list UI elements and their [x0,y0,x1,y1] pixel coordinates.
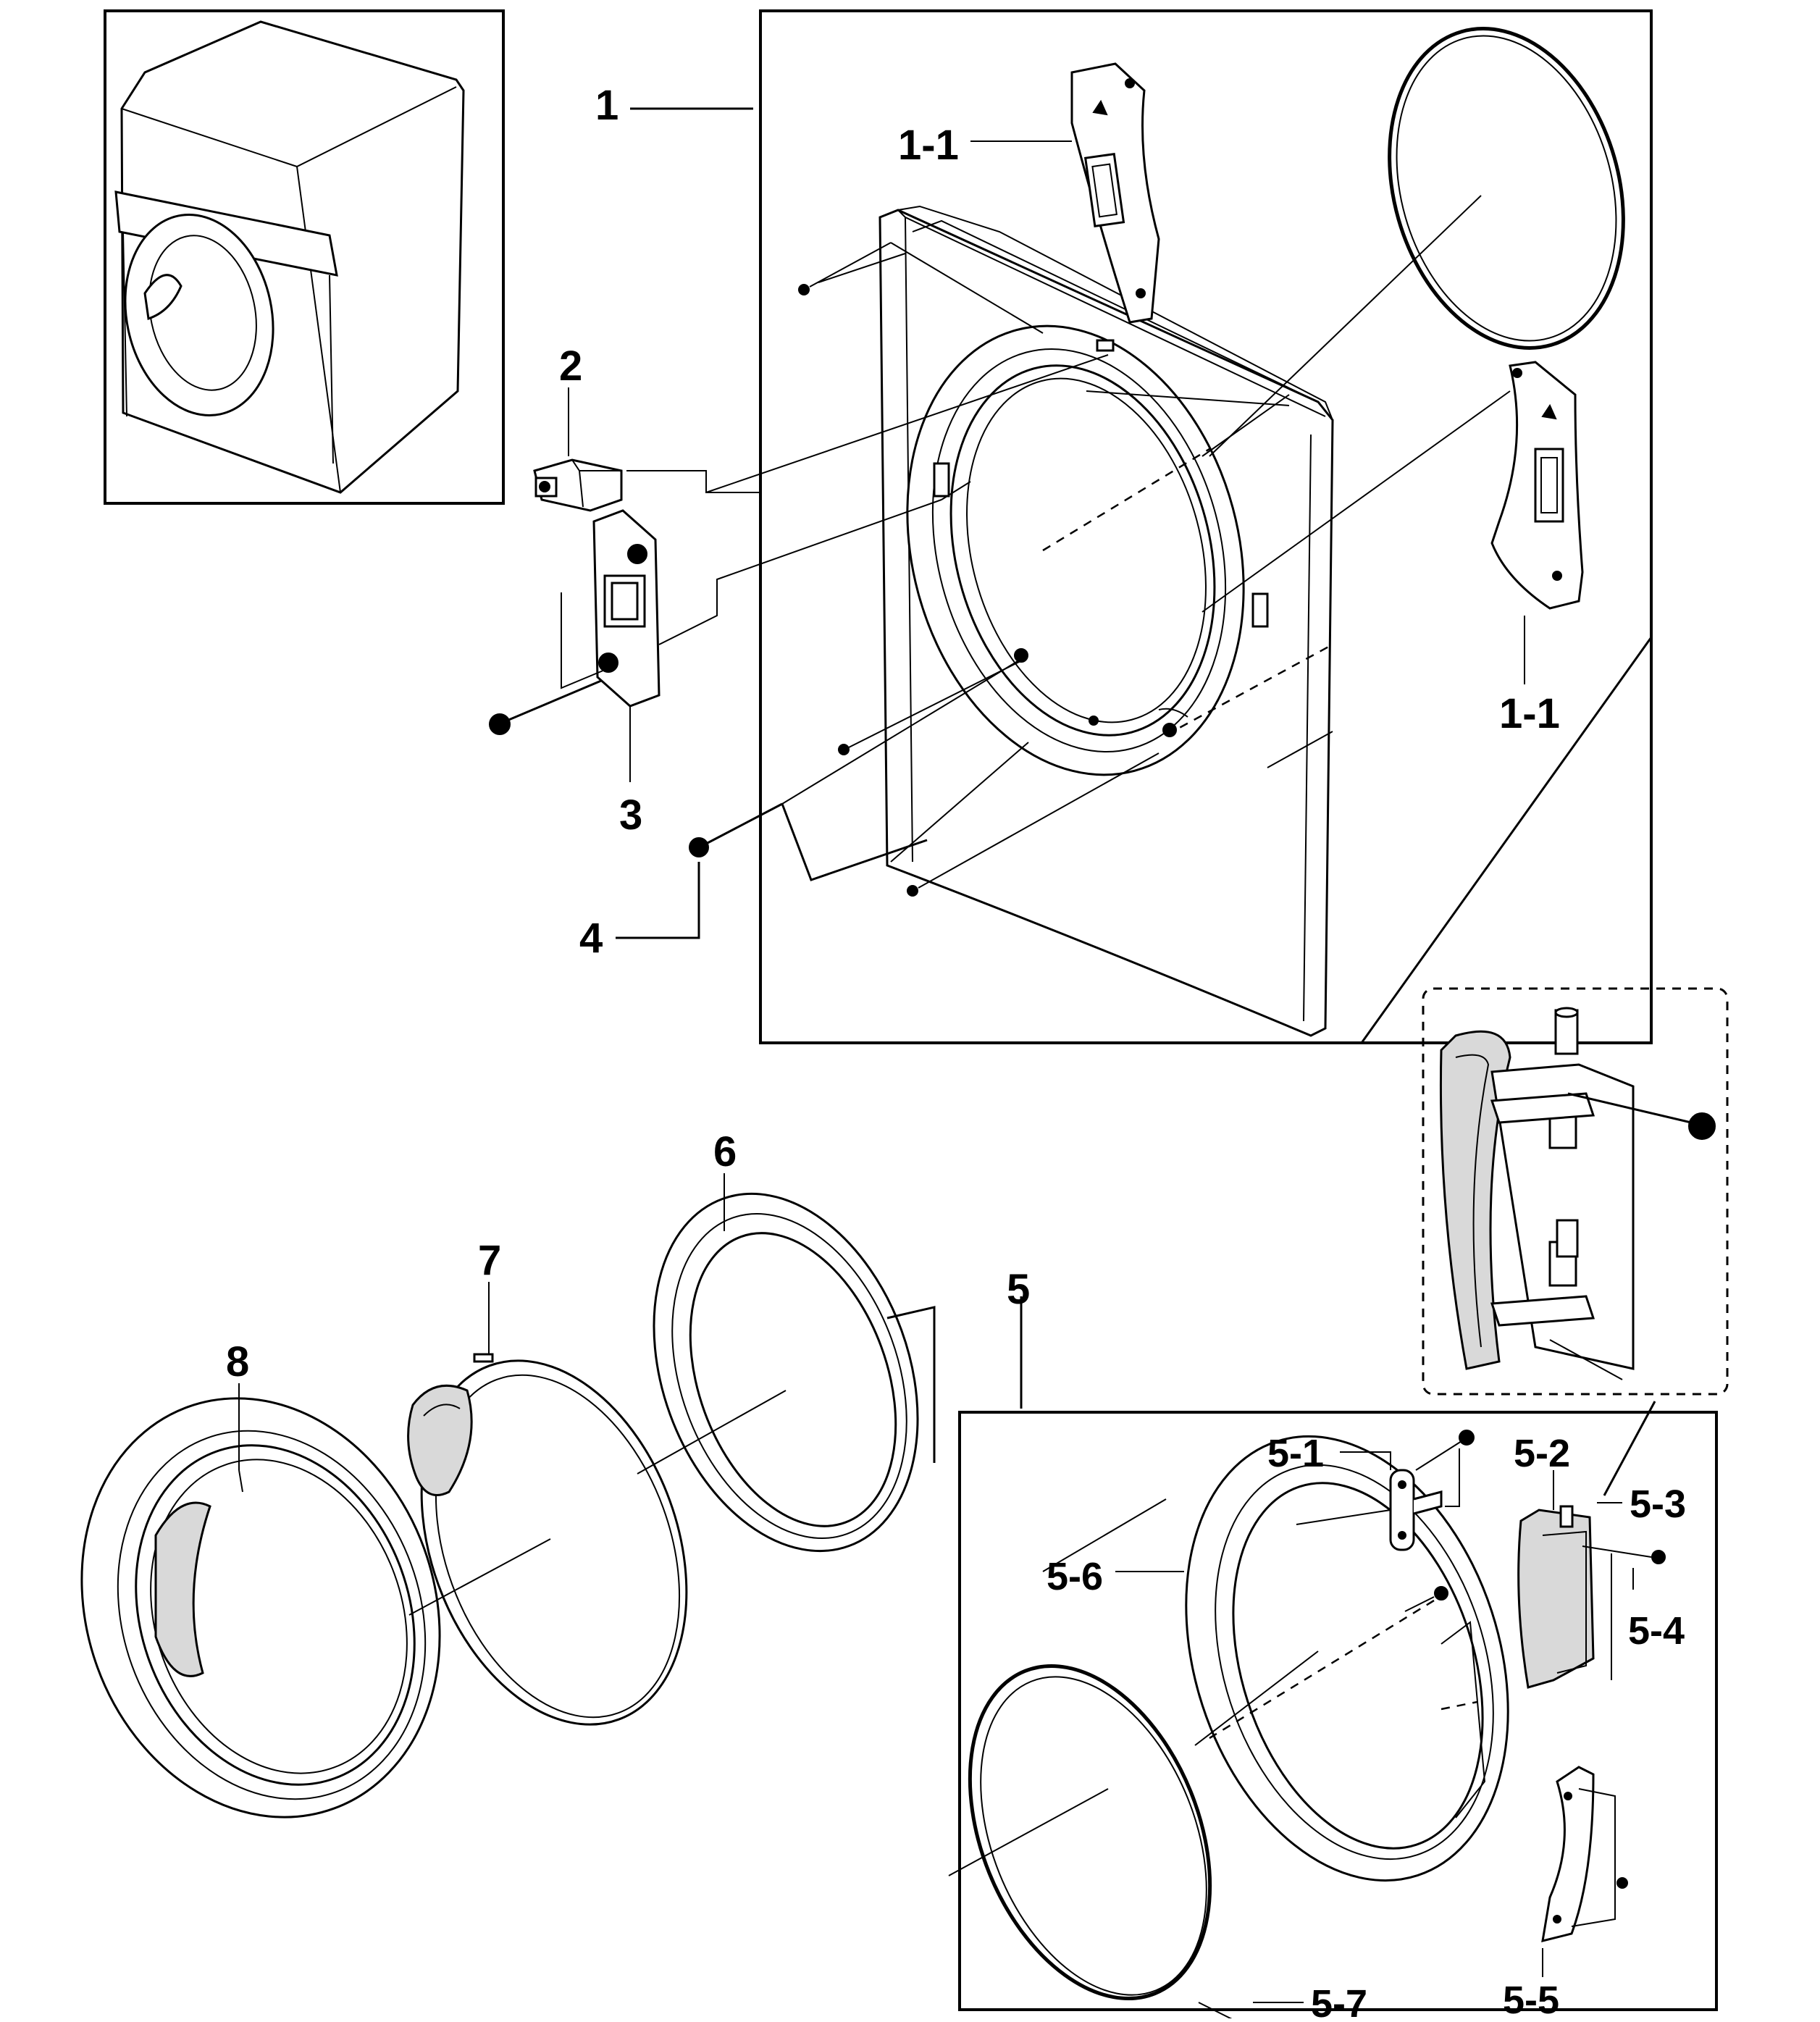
door-lock-part [533,354,1109,512]
label-part-3: 3 [619,792,642,839]
inner-door-gasket [948,1664,1212,2001]
label-leaders [238,140,1525,1470]
part-labels: 1 1-1 1-1 2 3 4 5 5-1 5-2 5-3 5-4 5-5 5-… [226,82,1686,2022]
label-part-7: 7 [478,1237,501,1284]
panel-gasket-ring [1209,27,1625,457]
label-part-1-1-right: 1-1 [1499,690,1560,737]
front-panel [878,205,1334,1037]
label-part-8: 8 [226,1338,249,1385]
door-hinge-small [1517,1505,1666,1689]
label-part-5: 5 [1007,1266,1030,1313]
hinge-bracket-top [1070,62,1160,324]
label-part-5-1: 5-1 [1267,1432,1324,1475]
label-part-6: 6 [713,1128,737,1175]
label-part-5-7: 5-7 [1311,1982,1367,2018]
panel-screws [781,242,1333,897]
label-part-4: 4 [579,915,603,962]
outer-door-ring [80,1397,441,1818]
front-panel-group [630,9,1653,1044]
label-part-5-3: 5-3 [1630,1482,1686,1526]
sub-part-leaders [1115,1451,1634,2021]
door-catch [1296,1430,1475,1551]
screw-part-4 [616,658,1022,939]
label-part-1: 1 [595,82,618,129]
label-part-5-4: 5-4 [1628,1609,1685,1653]
switch-bracket [489,481,971,782]
label-part-5-2: 5-2 [1514,1432,1570,1475]
door-handle-ring [407,1353,688,1726]
inner-door-frame [1042,1435,1509,1882]
hinge-detail-inset [1422,987,1729,1496]
inner-door-group [958,1296,1718,2011]
door-glass [637,1192,936,1553]
label-part-2: 2 [559,343,582,390]
door-hinge-lower [1541,1766,1628,1943]
label-part-1-1-top: 1-1 [898,122,959,169]
appliance-overview-inset [104,9,505,505]
hinge-bracket-right [1202,361,1584,613]
label-part-5-5: 5-5 [1503,1979,1559,2018]
label-part-5-6: 5-6 [1047,1555,1103,1598]
